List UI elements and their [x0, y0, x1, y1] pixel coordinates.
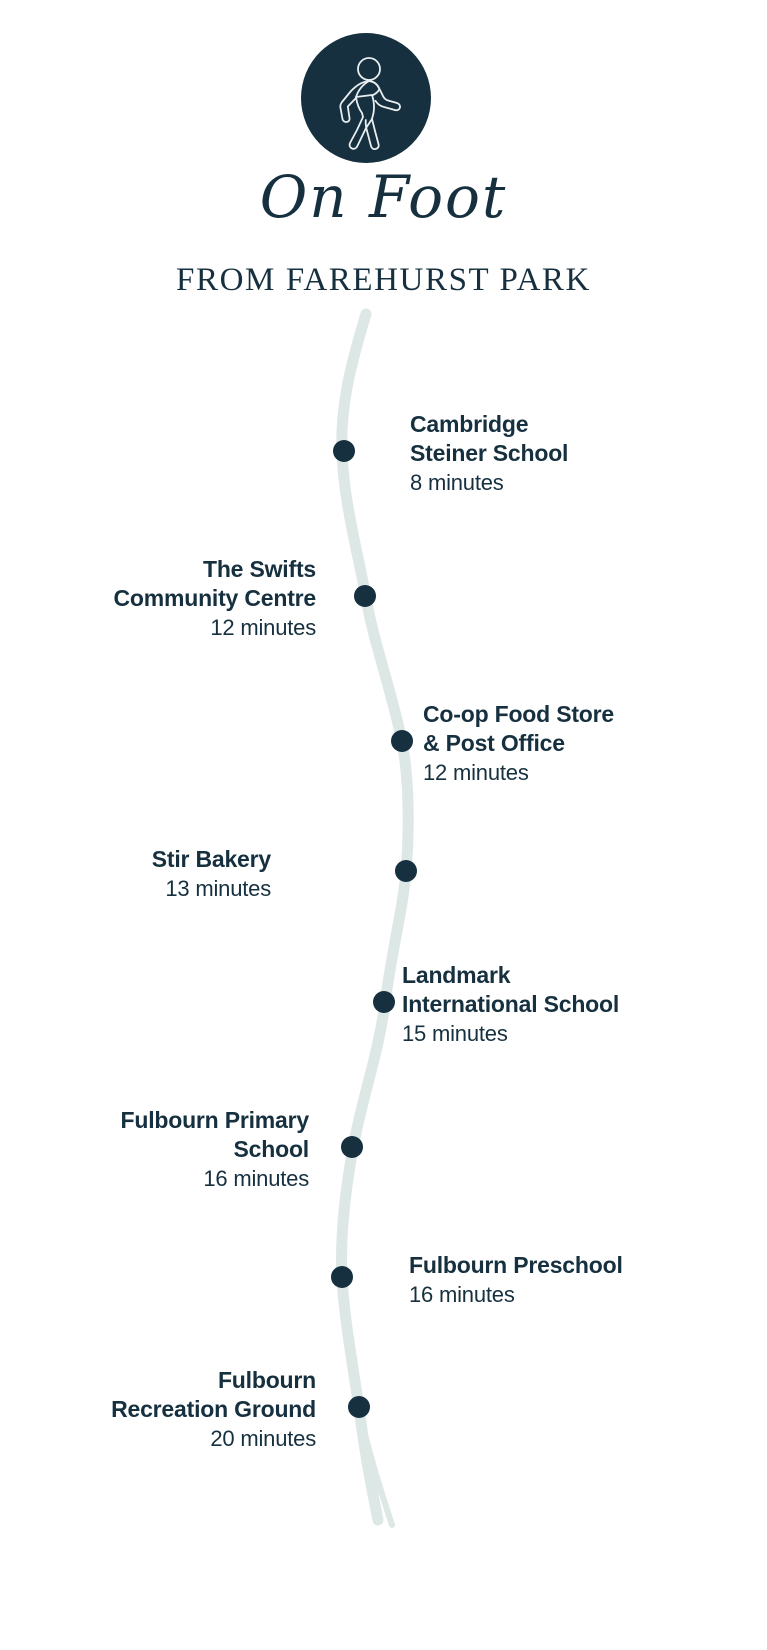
stop-name: The Swifts Community Centre [113, 556, 316, 611]
stop-time: 15 minutes [402, 1021, 508, 1046]
stop-name: Fulbourn Preschool [409, 1252, 623, 1278]
walking-person-icon [339, 57, 401, 151]
stop-label: The Swifts Community Centre 12 minutes [30, 555, 316, 642]
stop-dot [395, 860, 417, 882]
page-subtitle: FROM FAREHURST PARK [176, 262, 591, 298]
stop-time: 16 minutes [409, 1282, 515, 1307]
stop-name: Cambridge Steiner School [410, 411, 569, 466]
stop-dot [391, 730, 413, 752]
stop-label: Fulbourn Primary School 16 minutes [30, 1106, 310, 1193]
walking-person-icon-badge [301, 33, 431, 163]
stop-label: Cambridge Steiner School 8 minutes [410, 410, 646, 497]
stop-dot [354, 585, 376, 607]
stop-time: 12 minutes [210, 615, 316, 640]
stop-name: Landmark International School [402, 962, 620, 1017]
stop-time: 8 minutes [410, 470, 504, 495]
stop-label: Landmark International School 15 minutes [402, 961, 674, 1048]
stop-label: Co-op Food Store & Post Office 12 minutes [423, 700, 683, 787]
stop-dot [373, 991, 395, 1013]
page-title-script: On Foot [259, 163, 508, 231]
stop-name: Co-op Food Store & Post Office [423, 701, 614, 756]
stop-dot [341, 1136, 363, 1158]
stop-time: 16 minutes [203, 1166, 309, 1191]
stop-label: Fulbourn Preschool 16 minutes [409, 1251, 658, 1309]
stop-time: 12 minutes [423, 760, 529, 785]
stop-dot [331, 1266, 353, 1288]
stop-name: Fulbourn Recreation Ground [111, 1367, 316, 1422]
stop-dot [348, 1396, 370, 1418]
stop-dot [333, 440, 355, 462]
stop-name: Fulbourn Primary School [120, 1107, 310, 1162]
stop-name: Stir Bakery [151, 846, 271, 872]
stop-time: 13 minutes [165, 876, 271, 901]
stop-label: Fulbourn Recreation Ground 20 minutes [30, 1366, 316, 1453]
stop-time: 20 minutes [210, 1426, 316, 1451]
stop-label: Stir Bakery 13 minutes [30, 845, 271, 903]
